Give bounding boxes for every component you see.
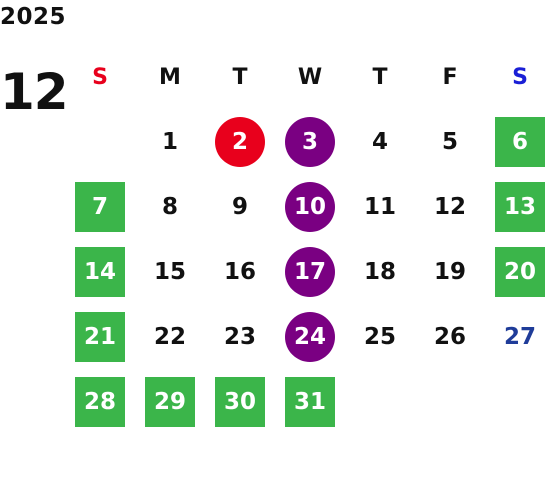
day-cell[interactable]: 17: [275, 239, 345, 304]
day-cell[interactable]: 6: [485, 109, 548, 174]
day-cell[interactable]: 9: [205, 174, 275, 239]
day-cell[interactable]: 15: [135, 239, 205, 304]
day-cell[interactable]: 12: [415, 174, 485, 239]
weekday-header: T: [232, 64, 248, 90]
day-cell[interactable]: 31: [275, 369, 345, 434]
day-cell[interactable]: 1: [135, 109, 205, 174]
day-number: 9: [231, 193, 248, 220]
day-number: 23: [223, 323, 256, 350]
day-number: 28: [75, 376, 125, 427]
day-number: 11: [363, 193, 396, 220]
day-number: 19: [433, 258, 466, 285]
day-number: 18: [363, 258, 396, 285]
day-number: 13: [495, 181, 545, 232]
day-number: 6: [495, 116, 545, 167]
day-number: 26: [433, 323, 466, 350]
day-number: 21: [75, 311, 125, 362]
day-cell[interactable]: 4: [345, 109, 415, 174]
day-cell[interactable]: 13: [485, 174, 548, 239]
day-cell[interactable]: 10: [275, 174, 345, 239]
day-number: 2: [215, 116, 265, 167]
day-cell[interactable]: 18: [345, 239, 415, 304]
day-cell[interactable]: 28: [65, 369, 135, 434]
day-cell[interactable]: 16: [205, 239, 275, 304]
day-cell[interactable]: 26: [415, 304, 485, 369]
day-number: 31: [285, 376, 335, 427]
day-number: 1: [161, 128, 178, 155]
day-cell[interactable]: 11: [345, 174, 415, 239]
day-cell[interactable]: 29: [135, 369, 205, 434]
year-label: 2025: [0, 4, 67, 30]
day-cell[interactable]: 24: [275, 304, 345, 369]
day-number: 8: [161, 193, 178, 220]
day-number: 14: [75, 246, 125, 297]
day-number: 16: [223, 258, 256, 285]
day-number: 5: [441, 128, 458, 155]
day-number: 17: [285, 246, 335, 297]
day-number: 3: [285, 116, 335, 167]
day-cell[interactable]: 23: [205, 304, 275, 369]
day-number: 15: [153, 258, 186, 285]
weekday-header: S: [92, 64, 108, 90]
weekday-header: W: [297, 64, 323, 90]
day-cell[interactable]: 27: [485, 304, 548, 369]
empty-day-cell: [65, 109, 135, 174]
day-cell[interactable]: 2: [205, 109, 275, 174]
weekday-header: S: [512, 64, 528, 90]
day-number: 20: [495, 246, 545, 297]
day-cell[interactable]: 19: [415, 239, 485, 304]
day-number: 30: [215, 376, 265, 427]
day-cell[interactable]: 21: [65, 304, 135, 369]
day-number: 22: [153, 323, 186, 350]
day-cell[interactable]: 8: [135, 174, 205, 239]
day-number: 24: [285, 311, 335, 362]
day-cell[interactable]: 5: [415, 109, 485, 174]
day-cell[interactable]: 25: [345, 304, 415, 369]
day-number: 27: [503, 323, 536, 350]
weekday-header: F: [442, 64, 458, 90]
day-cell[interactable]: 22: [135, 304, 205, 369]
day-number: 7: [75, 181, 125, 232]
weekday-header: T: [372, 64, 388, 90]
day-cell[interactable]: 3: [275, 109, 345, 174]
day-cell[interactable]: 7: [65, 174, 135, 239]
day-number: 4: [371, 128, 388, 155]
day-number: 29: [145, 376, 195, 427]
day-number: 25: [363, 323, 396, 350]
day-number: 10: [285, 181, 335, 232]
weekday-header: M: [159, 64, 181, 90]
day-cell[interactable]: 30: [205, 369, 275, 434]
day-cell[interactable]: 20: [485, 239, 548, 304]
month-label: 12: [0, 63, 69, 121]
day-cell[interactable]: 14: [65, 239, 135, 304]
day-number: 12: [433, 193, 466, 220]
